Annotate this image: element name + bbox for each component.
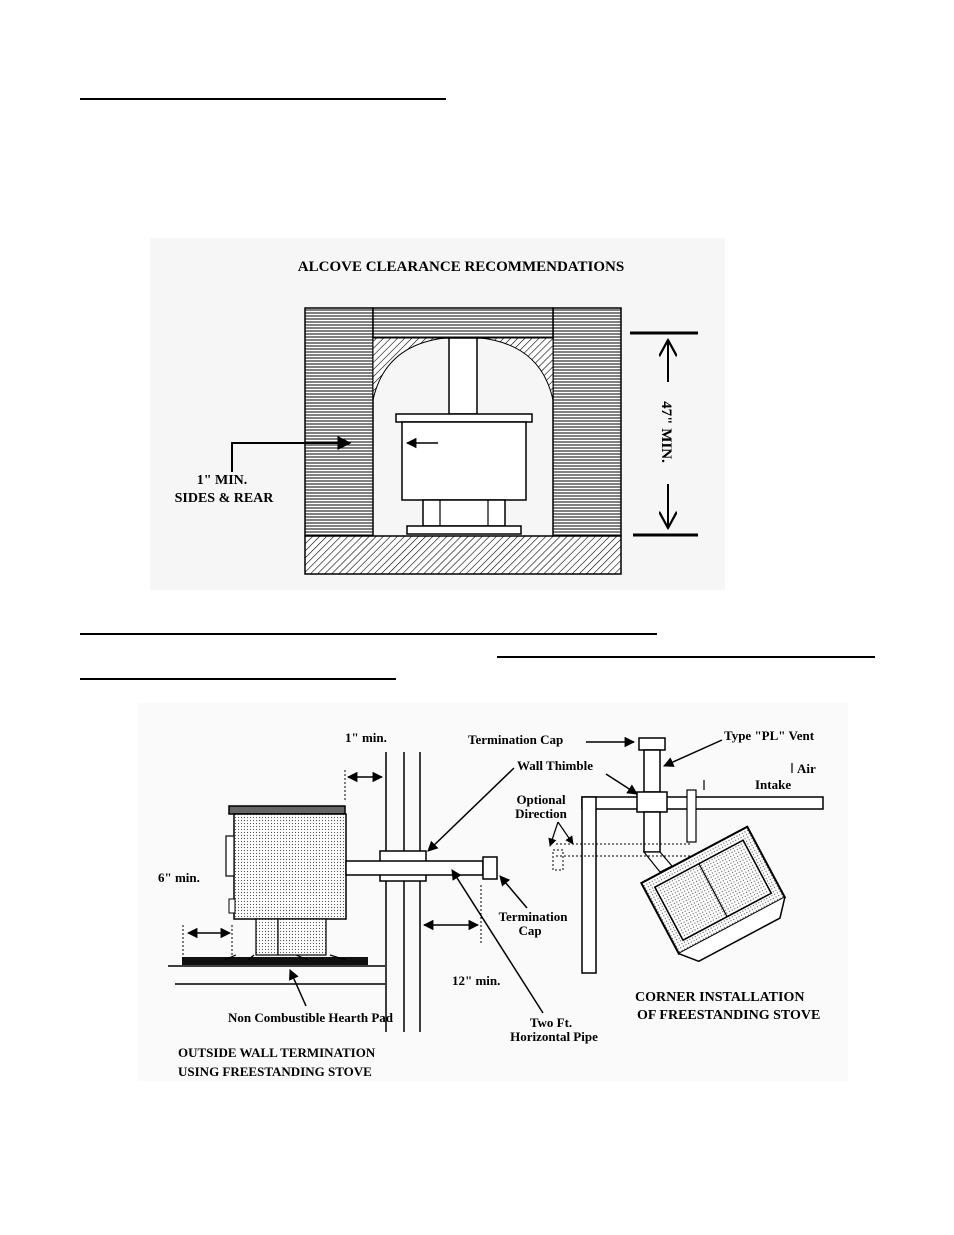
pl-vent-pipe bbox=[643, 749, 661, 793]
corner-stove bbox=[639, 825, 787, 963]
alcove-title: ALCOVE CLEARANCE RECOMMENDATIONS bbox=[298, 259, 624, 275]
termination-cap-left bbox=[482, 856, 498, 880]
cap-pointer bbox=[499, 875, 528, 909]
pipe-pointer bbox=[451, 869, 544, 1014]
corner-wall-horizontal bbox=[581, 796, 824, 810]
label-wall-thimble: Wall Thimble bbox=[517, 758, 593, 773]
corner-title-1: CORNER INSTALLATION bbox=[635, 990, 804, 1005]
stove-leg-left bbox=[255, 918, 279, 956]
label-hearth-pad: Non Combustible Hearth Pad bbox=[228, 1010, 394, 1025]
mid-rule-1 bbox=[80, 633, 657, 635]
stove-top-2 bbox=[228, 805, 346, 815]
side-label-2: SIDES & REAR bbox=[175, 491, 275, 506]
label-intake: Intake bbox=[755, 777, 791, 792]
wall-thimble-right bbox=[636, 791, 668, 813]
horizontal-pipe bbox=[345, 860, 484, 876]
label-termination-cap: Termination Cap bbox=[468, 732, 563, 747]
corner-title-2: OF FREESTANDING STOVE bbox=[637, 1008, 820, 1023]
mid-rule-3 bbox=[80, 678, 396, 680]
label-direction: Direction bbox=[515, 806, 568, 821]
corner-wall-vertical bbox=[581, 796, 597, 974]
stove-flue bbox=[448, 337, 478, 415]
side-label-1: 1" MIN. bbox=[197, 473, 248, 488]
alcove-floor bbox=[304, 535, 622, 575]
label-air: Air bbox=[797, 761, 816, 776]
label-6in: 6" min. bbox=[158, 870, 200, 885]
right-wall bbox=[552, 307, 622, 537]
label-term-cap-1: Termination bbox=[499, 909, 569, 924]
left-wall bbox=[304, 307, 374, 537]
stove-leg-right bbox=[277, 918, 327, 956]
height-label: 47" MIN. bbox=[658, 401, 674, 463]
stove-handle bbox=[225, 835, 235, 877]
vent-diagram: 1" min. 6" min. 12" min. Non Combustible… bbox=[138, 703, 848, 1081]
outside-title-1: OUTSIDE WALL TERMINATION bbox=[178, 1045, 376, 1060]
stove-top bbox=[395, 413, 533, 423]
arch-left bbox=[372, 337, 446, 401]
air-intake-pipe bbox=[686, 789, 697, 843]
thimble-pointer bbox=[427, 767, 515, 852]
mid-rule-2 bbox=[497, 656, 875, 658]
label-term-cap-2: Cap bbox=[518, 923, 541, 938]
stove-body-2 bbox=[233, 813, 347, 920]
arch-right bbox=[480, 337, 554, 401]
stove-pedestal bbox=[422, 499, 506, 527]
outside-title-2: USING FREESTANDING STOVE bbox=[178, 1064, 372, 1079]
hearth-pad bbox=[182, 957, 368, 965]
label-12in: 12" min. bbox=[452, 973, 500, 988]
label-optional: Optional bbox=[516, 792, 566, 807]
termination-cap-right bbox=[638, 737, 666, 751]
stove-body bbox=[401, 421, 527, 501]
label-1in: 1" min. bbox=[345, 730, 387, 745]
stove-base bbox=[406, 525, 522, 535]
label-type-pl-vent: Type "PL" Vent bbox=[724, 728, 815, 743]
alcove-diagram: ALCOVE CLEARANCE RECOMMENDATIONS 1" MIN.… bbox=[150, 238, 725, 590]
label-two-ft-1: Two Ft. bbox=[530, 1015, 572, 1030]
hearth-pointer bbox=[289, 969, 307, 1007]
side-clearance-arrow bbox=[231, 436, 352, 472]
top-lintel bbox=[372, 307, 554, 339]
label-two-ft-2: Horizontal Pipe bbox=[510, 1029, 598, 1044]
top-rule bbox=[80, 98, 446, 100]
